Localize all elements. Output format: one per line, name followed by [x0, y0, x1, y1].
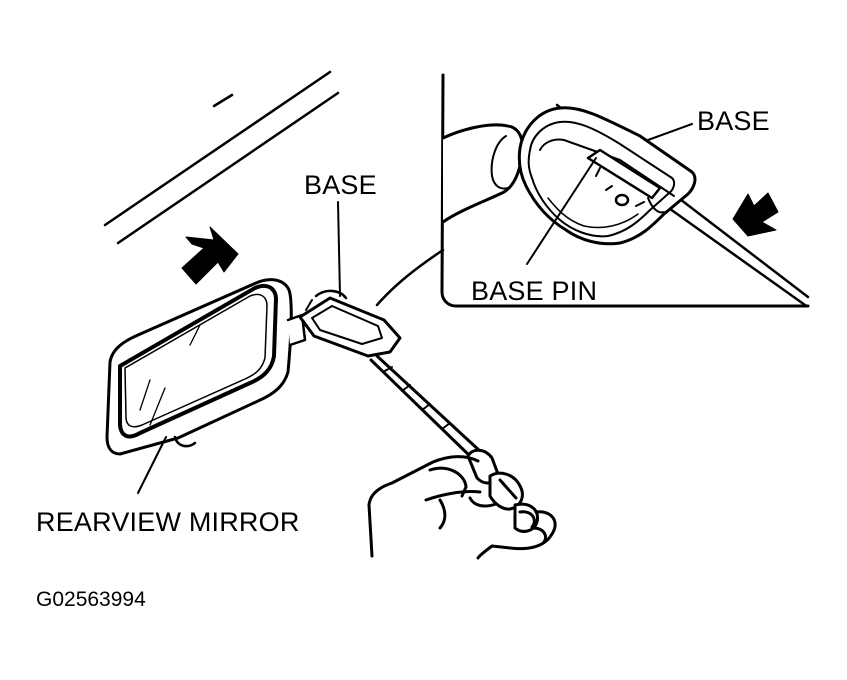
- up-right-arrow-icon: [181, 226, 239, 285]
- windshield-edge: [103, 70, 340, 245]
- inset-base-label: BASE: [697, 106, 770, 136]
- up-left-arrow-icon: [732, 192, 779, 237]
- base-label: BASE: [304, 170, 377, 200]
- hand: [367, 455, 557, 560]
- rearview-mirror-label: REARVIEW MIRROR: [36, 507, 300, 537]
- screwdriver: [369, 354, 500, 485]
- base-pin-label: BASE PIN: [471, 276, 598, 306]
- rearview-mirror: [105, 278, 307, 456]
- figure-id: G02563994: [36, 588, 146, 611]
- mirror-base: [298, 289, 402, 358]
- leader-lines: [137, 123, 693, 494]
- inset-connector-line: [375, 248, 445, 307]
